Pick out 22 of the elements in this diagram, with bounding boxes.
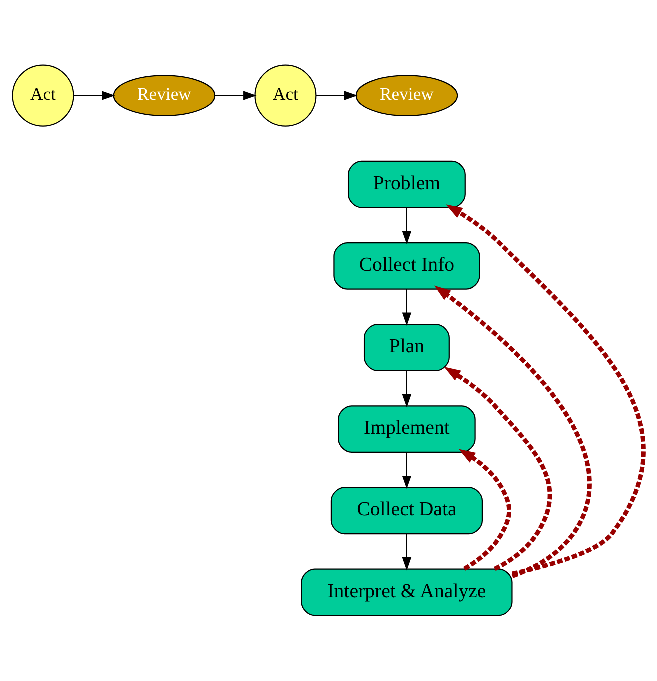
arrow <box>434 286 592 578</box>
arrow <box>402 534 412 571</box>
node-box: Interpret & Analyze <box>301 568 513 616</box>
node-box: Collect Info <box>334 242 480 290</box>
arrow <box>316 91 358 100</box>
arrow <box>402 452 412 490</box>
node-box: Implement <box>338 406 476 453</box>
arrow <box>458 449 512 571</box>
node-ellipse: Review <box>113 75 216 116</box>
node-ellipse: Review <box>356 75 458 116</box>
arrow <box>74 91 116 100</box>
arrow <box>402 289 412 326</box>
arrow <box>215 91 257 100</box>
node-circle: Act <box>254 64 317 127</box>
node-box: Problem <box>348 160 466 208</box>
arrow <box>402 208 412 244</box>
arrow <box>402 370 412 408</box>
arrow <box>444 367 552 572</box>
node-circle: Act <box>12 64 74 127</box>
node-box: Collect Data <box>330 487 484 535</box>
arrow <box>446 204 646 576</box>
node-box: Plan <box>364 324 450 372</box>
